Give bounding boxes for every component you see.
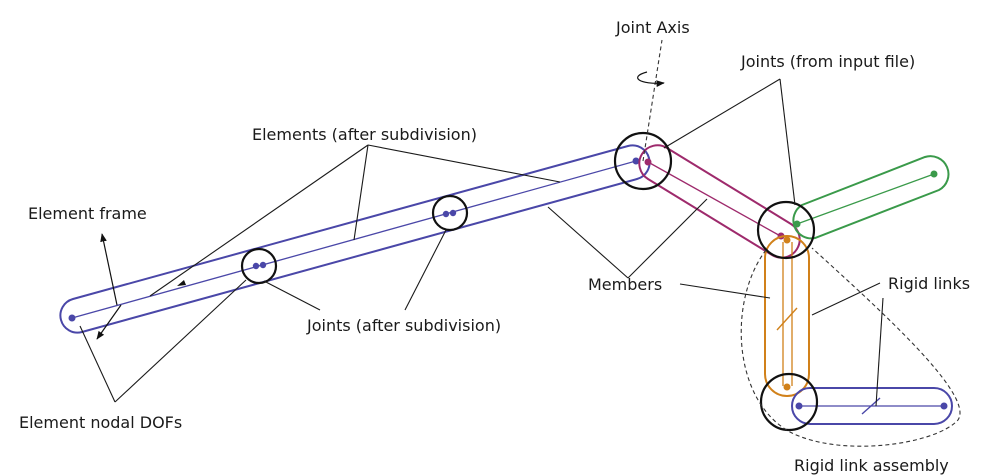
element-frame-axes — [96, 233, 122, 340]
element-frame-arrow-head — [177, 280, 186, 286]
green-member-outline — [792, 155, 950, 240]
element-node-right — [632, 157, 640, 165]
joint-axis-line — [642, 39, 663, 162]
label-elements-after-subdivision: Elements (after subdivision) — [252, 125, 477, 144]
orange-link-outline — [764, 235, 810, 397]
orange-node-top — [783, 236, 791, 244]
blue-link-slash — [861, 397, 881, 415]
blue-link-node-left — [795, 402, 803, 410]
green-member-centerline — [796, 173, 935, 225]
label-joints-input-file: Joints (from input file) — [740, 52, 915, 71]
label-members: Members — [588, 275, 662, 294]
joint-circle-input-1 — [613, 131, 673, 191]
orange-node-bottom — [783, 383, 791, 391]
green-node-right — [930, 170, 938, 178]
label-element-frame: Element frame — [28, 204, 147, 223]
green-member — [792, 155, 950, 240]
subdivision-node-a2 — [259, 261, 267, 269]
magenta-node-left — [644, 158, 652, 166]
label-rigid-link-assembly: Rigid link assembly — [794, 456, 949, 475]
element-frame-normal-arrow — [100, 233, 118, 306]
subdivision-node-b1 — [442, 210, 450, 218]
subdivision-node-b2 — [449, 209, 457, 217]
blue-member-outline — [59, 144, 651, 334]
blue-link-outline — [791, 387, 953, 425]
label-element-nodal-dofs: Element nodal DOFs — [19, 413, 182, 432]
element-node-left — [68, 314, 76, 322]
subdivision-node-a1 — [252, 262, 260, 270]
element-frame-tangent-arrow — [96, 304, 122, 340]
rigid-link-assembly-outline — [740, 247, 961, 447]
joint-circle-subdivision-2 — [431, 194, 469, 232]
joint-circle-subdivision-1 — [240, 247, 278, 285]
joint-circle-rigid-assembly — [759, 372, 819, 432]
leader-lines — [79, 78, 884, 407]
blue-long-member — [59, 144, 651, 334]
joint-circle-input-2 — [756, 200, 816, 260]
label-joints-after-subdivision: Joints (after subdivision) — [306, 316, 501, 335]
magenta-member — [638, 144, 801, 259]
label-rigid-links: Rigid links — [888, 274, 970, 293]
orange-link-slash — [776, 307, 798, 331]
orange-rigid-link — [764, 235, 810, 397]
blue-link-node-right — [940, 402, 948, 410]
label-joint-axis: Joint Axis — [615, 18, 690, 37]
green-node-left — [793, 220, 801, 228]
rotation-arrow-icon — [637, 71, 665, 87]
magenta-member-centerline — [647, 161, 785, 239]
blue-rigid-link — [791, 387, 953, 425]
joint-axis-indicator — [637, 39, 665, 162]
